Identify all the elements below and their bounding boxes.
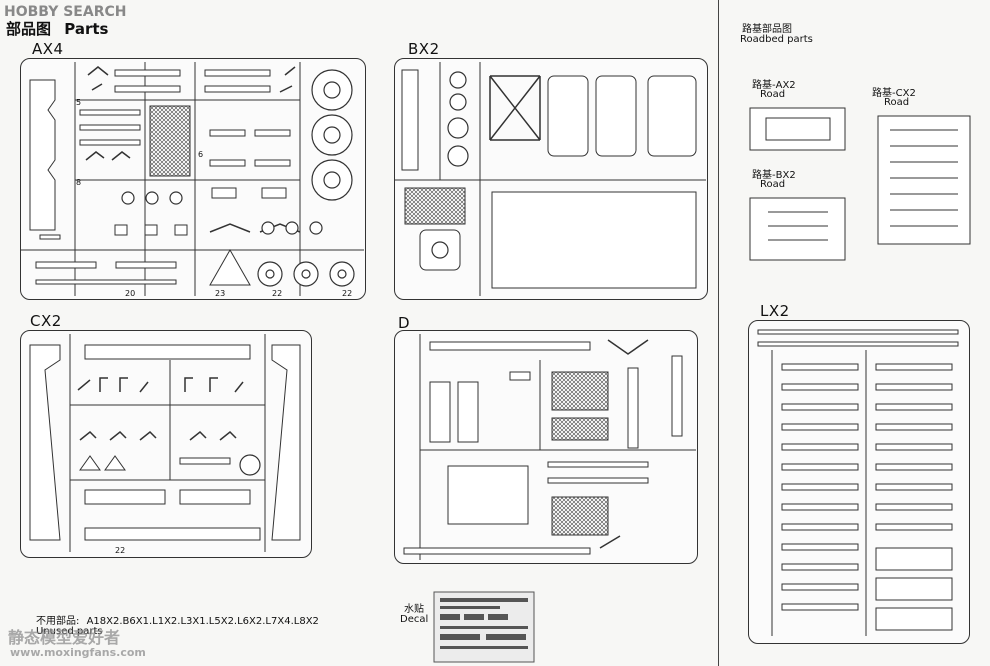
moxingfans-watermark-cn: 静态模型爱好者 <box>8 628 121 647</box>
sprue-label-cx2: CX2 <box>30 312 62 330</box>
page-title-en: Parts <box>64 20 109 38</box>
sprue-d-frame <box>394 330 698 564</box>
roadbed-cx2-en: Road <box>884 97 910 108</box>
roadbed-parts <box>749 107 971 261</box>
part-number-a23: 23 <box>215 289 226 298</box>
sprue-label-ax4: AX4 <box>32 40 64 58</box>
roadbed-bx2-cn: 路基-BX2 <box>752 170 796 181</box>
part-number-a6: 6 <box>198 150 204 159</box>
page-title-cn: 部品图 <box>6 20 52 38</box>
roadbed-ax2-en: Road <box>760 89 786 100</box>
unused-parts-note: 不用部品: A18X2.B6X1.L1X2.L3X1.L5X2.L6X2.L7X… <box>36 612 319 627</box>
roadbed-ax2-cn: 路基-AX2 <box>752 80 796 91</box>
bx2-parts <box>394 62 706 296</box>
decal-label-en: Decal <box>400 614 429 625</box>
sprue-label-lx2: LX2 <box>760 302 790 320</box>
unused-parts-label-en: Unused parts <box>36 626 103 637</box>
part-number-a8: 8 <box>76 178 82 187</box>
decal-sheet <box>433 591 535 663</box>
lx2-parts <box>757 329 959 636</box>
column-divider <box>718 0 719 666</box>
hobbysearch-logo: HOBBY SEARCH <box>4 4 127 20</box>
roadbed-cx2-cn: 路基-CX2 <box>872 88 916 99</box>
page-title: 部品图 Parts <box>6 18 108 39</box>
ax4-parts <box>20 62 364 296</box>
part-number-a22-left: 22 <box>272 289 283 298</box>
decal-label-cn: 水贴 <box>404 604 424 615</box>
moxingfans-watermark-url: www.moxingfans.com <box>10 646 146 659</box>
part-number-a5: 5 <box>76 98 82 107</box>
sprue-ax4-frame <box>20 58 366 300</box>
sprue-label-d: D <box>398 314 411 332</box>
cx2-parts <box>29 334 301 552</box>
part-number-a22-right: 22 <box>342 289 353 298</box>
roadbed-bx2-en: Road <box>760 179 786 190</box>
unused-parts-list: A18X2.B6X1.L1X2.L3X1.L5X2.L6X2.L7X4.L8X2 <box>86 616 319 627</box>
sprue-label-bx2: BX2 <box>408 40 440 58</box>
roadbed-title-cn: 路基部品图 <box>742 24 792 35</box>
unused-parts-label-cn: 不用部品: <box>36 616 80 627</box>
roadbed-title-en: Roadbed parts <box>740 34 813 45</box>
part-number-c22: 22 <box>115 546 126 555</box>
d-parts <box>403 334 696 560</box>
part-number-a20: 20 <box>125 289 136 298</box>
sprue-cx2-frame <box>20 330 312 558</box>
